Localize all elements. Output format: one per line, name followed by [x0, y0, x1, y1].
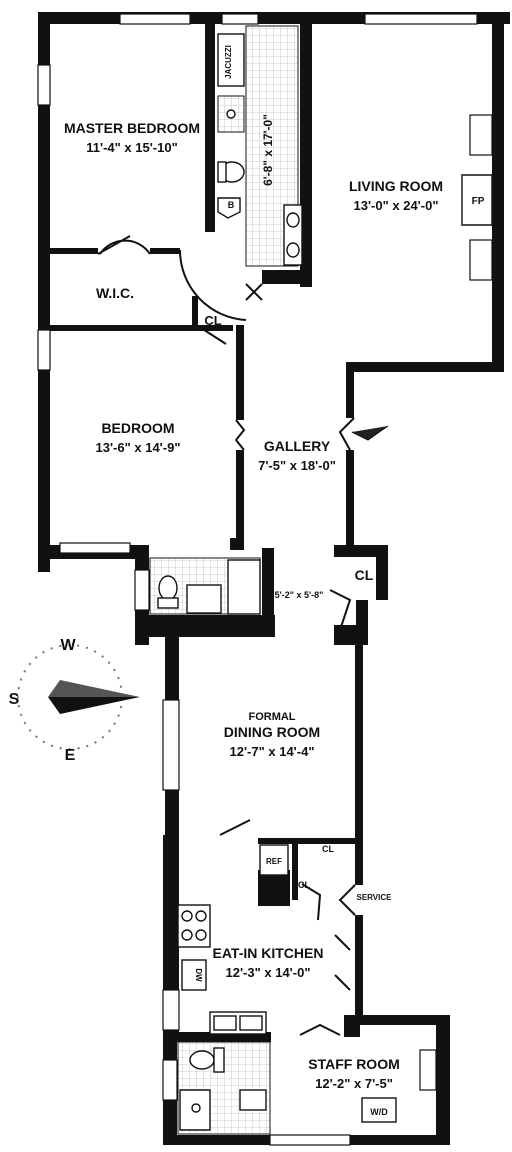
compass-west: W: [60, 637, 76, 654]
staff-room-dims: 12'-2" x 7'-5": [315, 1076, 393, 1091]
living-room-dims: 13'-0" x 24'-0": [353, 198, 438, 213]
fireplace: FP: [461, 174, 493, 226]
master-bedroom-name: MASTER BEDROOM: [64, 120, 200, 136]
closet-2-label: CL: [355, 567, 374, 583]
dining-room-name-line1: FORMAL: [248, 711, 295, 723]
dw-label: DW: [194, 968, 203, 982]
gallery-dims: 7'-5" x 18'-0": [258, 458, 336, 473]
washer-dryer: W/D: [361, 1097, 397, 1123]
master-bath-dims: 6'-8" x 17'-0": [261, 114, 275, 186]
doors: [97, 235, 356, 1036]
walls: [38, 12, 510, 1145]
compass-south: S: [9, 691, 20, 708]
windows: [37, 13, 493, 1146]
bath-2-dims: 5'-2" x 5'-8": [275, 590, 324, 600]
closet-3-label: CL: [322, 844, 334, 854]
staff-bath: [177, 1041, 271, 1135]
kitchen-name: EAT-IN KITCHEN: [213, 945, 324, 961]
fireplace-label: FP: [472, 196, 485, 207]
bedroom-dims: 13'-6" x 14'-9": [95, 440, 180, 455]
closet-1-label: CL: [204, 313, 221, 328]
master-bath: JACUZZI B 6'-8" x 17'-0": [217, 25, 303, 267]
bedroom-name: BEDROOM: [101, 420, 174, 436]
bidet-label: B: [228, 200, 235, 210]
gallery-name: GALLERY: [264, 438, 331, 454]
dining-room-dims: 12'-7" x 14'-4": [229, 744, 314, 759]
staff-room-name: STAFF ROOM: [308, 1056, 400, 1072]
compass-east: E: [65, 747, 76, 764]
ref-label: REF: [266, 857, 282, 866]
room-labels: MASTER BEDROOM 11'-4" x 15'-10" LIVING R…: [64, 120, 443, 1091]
kitchen-dims: 12'-3" x 14'-0": [225, 965, 310, 980]
service-label: SERVICE: [357, 893, 393, 902]
bath-2: 5'-2" x 5'-8": [149, 557, 324, 615]
dining-room-name-line2: DINING ROOM: [224, 724, 320, 740]
living-room-name: LIVING ROOM: [349, 178, 443, 194]
kitchen-fixtures: REF DW: [177, 844, 289, 1035]
compass: W S E: [9, 637, 140, 764]
closet-4-label: CL: [298, 880, 310, 890]
entry-arrow: [351, 425, 389, 441]
master-bedroom-dims: 11'-4" x 15'-10": [86, 140, 178, 155]
wic-label: W.I.C.: [96, 285, 134, 301]
jacuzzi-label: JACUZZI: [224, 45, 233, 79]
wd-label: W/D: [370, 1107, 388, 1117]
